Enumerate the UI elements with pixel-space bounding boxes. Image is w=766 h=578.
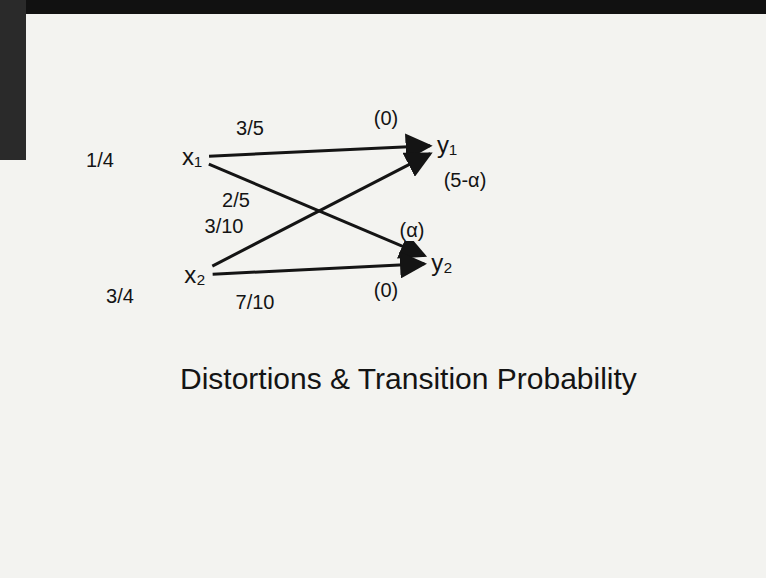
transition-arrow [213,264,425,274]
symbol-node: x₂ [180,259,209,291]
prior-probability: 1/4 [84,149,116,171]
top-edge [0,0,766,14]
symbol-node: x₁ [178,141,206,173]
diagram-title: Distortions & Transition Probability [180,362,637,396]
left-edge [0,0,26,160]
transition-probability: 3/10 [203,215,246,237]
symbol-label: y₂ [431,249,452,277]
symbol-node: y₂ [427,247,456,279]
symbol-label: y₁ [437,131,457,159]
prior-probability: 3/4 [104,285,136,307]
symbol-label: x₂ [184,261,205,289]
transition-probability: 7/10 [234,291,277,313]
distortion-value: (5-α) [442,169,489,191]
symbol-label: x₁ [182,143,202,171]
transition-probability: 2/5 [220,189,252,211]
symbol-node: y₁ [433,129,461,161]
transition-arrow [209,146,430,156]
transition-arrow [209,164,425,255]
transition-arrow [212,154,430,266]
distortion-value: (α) [398,219,427,241]
transition-probability: 3/5 [234,117,266,139]
distortion-value: (0) [372,279,400,301]
distortion-value: (0) [372,107,400,129]
